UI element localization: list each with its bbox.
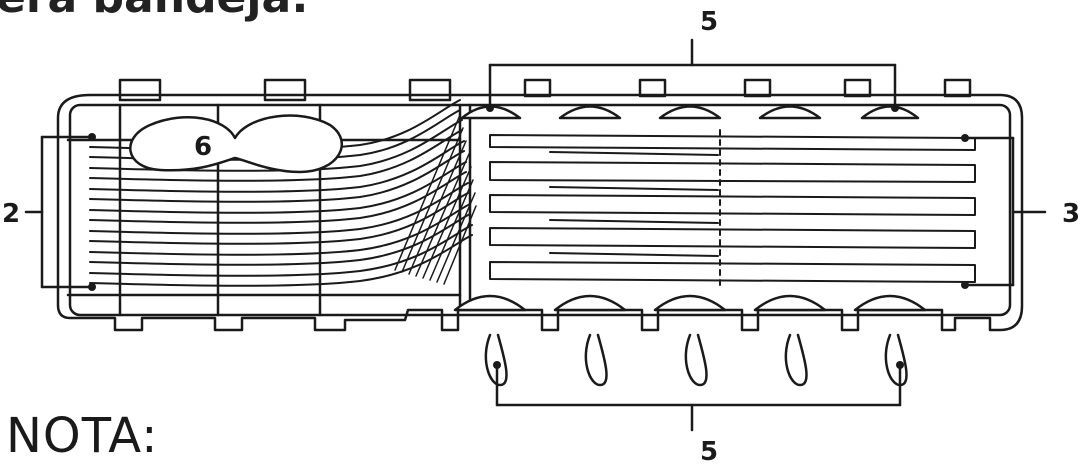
tray-top-tabs	[118, 78, 972, 102]
callout-label-top: 5	[700, 7, 718, 37]
section-heading: era bandeja:	[0, 0, 309, 20]
top-clips	[460, 105, 920, 120]
callout-bracket-left	[24, 135, 94, 289]
callout-bracket-top	[488, 38, 897, 110]
cutlery-basket	[129, 114, 343, 174]
note-heading: NOTA:	[6, 408, 159, 464]
callout-label-basket: 6	[194, 132, 212, 162]
tray-outline	[56, 93, 1024, 332]
callout-label-left: 2	[2, 199, 20, 229]
callout-bracket-right	[963, 136, 1047, 287]
knife-set	[489, 129, 976, 291]
callout-label-bottom: 5	[700, 437, 718, 465]
callout-bracket-bottom	[495, 363, 902, 432]
callout-label-right: 3	[1062, 199, 1080, 229]
bottom-clips	[453, 294, 927, 387]
